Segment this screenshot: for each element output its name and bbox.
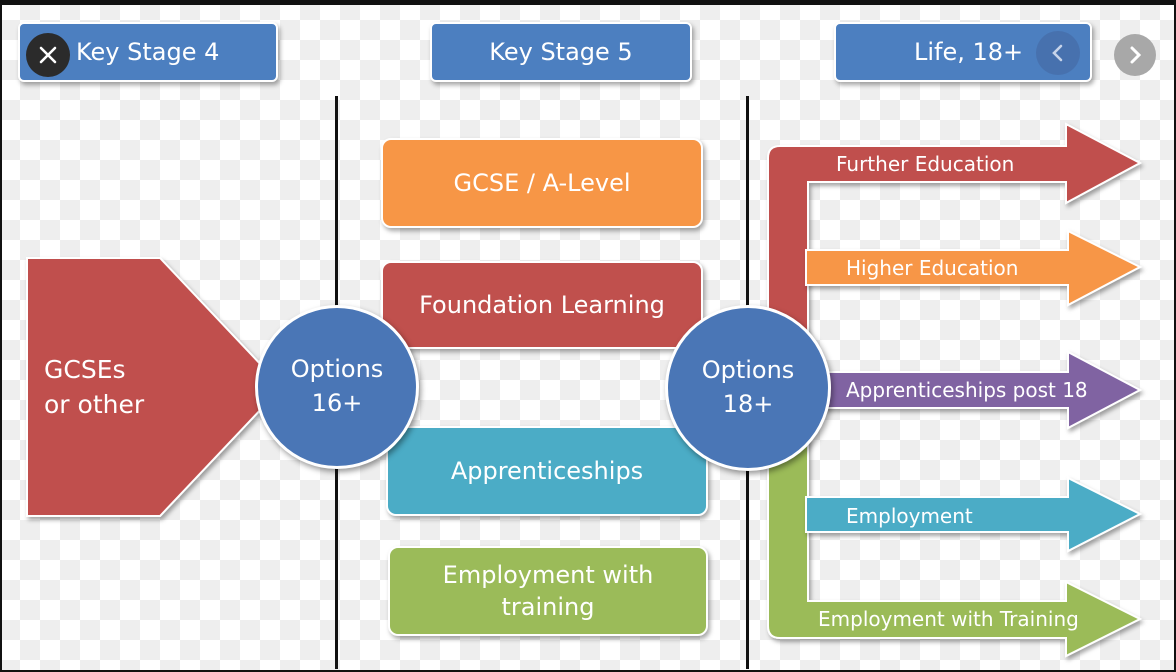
chevron-left-icon (1052, 44, 1063, 62)
label-higher-education: Higher Education (846, 256, 1019, 280)
chevron-right-icon (1130, 46, 1142, 64)
route-apprenticeships: Apprenticeships (386, 426, 708, 516)
label-further-education: Further Education (836, 152, 1015, 176)
gcse-start-line1: GCSEs (44, 355, 126, 384)
route-foundation-learning-label: Foundation Learning (419, 290, 665, 319)
stage-header-ks5-label: Key Stage 5 (489, 38, 633, 66)
stage-header-ks5: Key Stage 5 (430, 22, 692, 82)
stage-header-ks4-label: Key Stage 4 (76, 38, 220, 66)
route-foundation-learning: Foundation Learning (381, 261, 703, 349)
close-icon (39, 46, 57, 64)
route-gcse-alevel-label: GCSE / A-Level (453, 168, 631, 197)
options-18-line1: Options (701, 356, 795, 385)
next-button[interactable] (1114, 34, 1156, 76)
gcse-start-line2: or other (44, 390, 145, 419)
route-gcse-alevel: GCSE / A-Level (381, 138, 703, 228)
route-apprenticeships-label: Apprenticeships (450, 456, 644, 485)
arrow-higher-education (805, 229, 1143, 307)
gcse-start-label: GCSEs or other (44, 352, 144, 422)
options-16-circle: Options 16+ (255, 305, 419, 469)
close-button[interactable] (26, 33, 70, 77)
arrow-employment (805, 476, 1143, 553)
label-employment: Employment (846, 504, 973, 528)
arrow-apprenticeships-post18 (805, 350, 1143, 430)
route-employment-line1: Employment with (442, 560, 654, 589)
stage-header-life-label: Life, 18+ (914, 38, 1024, 66)
options-18-line2: 18+ (722, 390, 774, 418)
options-16-line2: 16+ (311, 389, 363, 417)
label-apprenticeships-post18: Apprenticeships post 18 (846, 378, 1088, 402)
options-16-line1: Options (290, 355, 384, 384)
gcse-start-shape (26, 257, 284, 517)
route-employment-line2: training (501, 593, 595, 621)
route-employment-with-training: Employment with training (388, 546, 708, 636)
prev-button[interactable] (1036, 31, 1080, 75)
options-18-circle: Options 18+ (665, 305, 831, 471)
label-employment-with-training: Employment with Training (818, 607, 1079, 631)
